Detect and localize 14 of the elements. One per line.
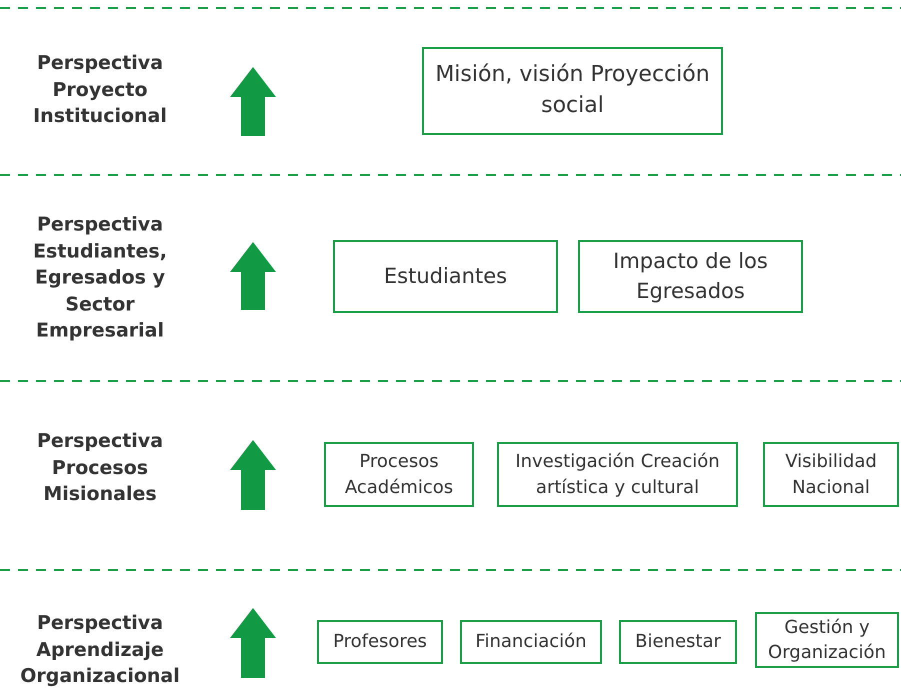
process-box: Misión, visión Proyección social: [422, 47, 723, 135]
process-box: Bienestar: [619, 620, 737, 664]
perspective-heading: Perspectiva Procesos Misionales: [36, 429, 164, 508]
perspective-heading: Perspectiva Proyecto Institucional: [32, 51, 168, 130]
process-box: Procesos Académicos: [324, 442, 474, 507]
process-box: Profesores: [317, 620, 443, 664]
process-box: Visibilidad Nacional: [763, 442, 899, 507]
perspective-heading: Perspectiva Estudiantes, Egresados y Sector Empresarial: [32, 212, 168, 344]
process-box: Investigación Creación artística y cultural: [497, 442, 738, 507]
process-box: Gestión y Organización: [755, 612, 899, 668]
perspective-heading: Perspectiva Aprendizaje Organizacional: [19, 611, 181, 690]
process-box: Estudiantes: [333, 240, 558, 313]
process-box: Impacto de los Egresados: [578, 240, 803, 313]
process-box: Financiación: [460, 620, 602, 664]
